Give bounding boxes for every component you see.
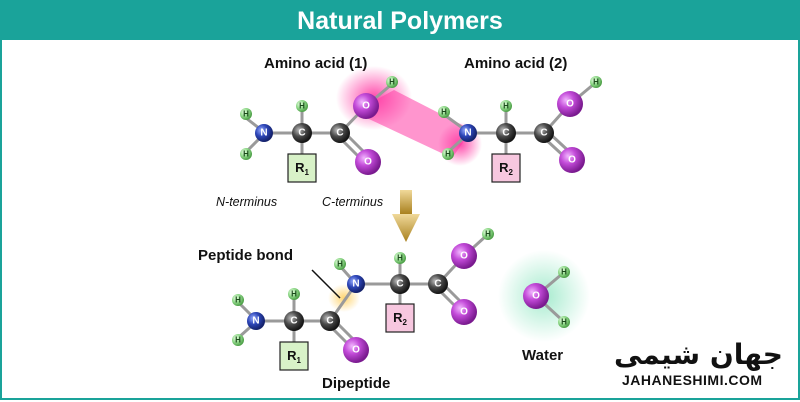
r-group-1-box: R1 <box>287 153 317 183</box>
label-peptide-bond: Peptide bond <box>198 247 293 264</box>
svg-text:C: C <box>290 316 297 327</box>
svg-text:N: N <box>252 316 259 327</box>
label-amino-acid-1: Amino acid (1) <box>264 55 367 72</box>
svg-text:O: O <box>460 251 468 262</box>
page-title: Natural Polymers <box>2 2 798 40</box>
svg-text:O: O <box>352 345 360 356</box>
reaction-arrow-icon <box>392 190 420 242</box>
svg-text:C: C <box>336 128 343 139</box>
svg-text:O: O <box>532 291 540 302</box>
label-c-terminus: C-terminus <box>322 195 383 209</box>
svg-text:C: C <box>434 279 441 290</box>
dipeptide-atoms: H H N H C C O H N H C C O H O <box>232 228 494 363</box>
svg-text:O: O <box>362 101 370 112</box>
svg-text:H: H <box>337 260 343 269</box>
svg-text:C: C <box>326 316 333 327</box>
water-molecule: O H H <box>523 266 570 328</box>
label-water: Water <box>522 347 563 364</box>
svg-text:H: H <box>593 78 599 87</box>
svg-text:O: O <box>364 157 372 168</box>
logo-persian: جهان شیمی <box>614 338 783 371</box>
svg-text:H: H <box>243 110 249 119</box>
svg-text:O: O <box>460 307 468 318</box>
svg-text:H: H <box>291 290 297 299</box>
amino-acid-1-atoms: H H N H C C O H O <box>240 76 398 175</box>
label-n-terminus: N-terminus <box>216 195 277 209</box>
svg-text:H: H <box>235 296 241 305</box>
peptide-bond-pointer <box>311 269 341 299</box>
logo-latin: JAHANESHIMI.COM <box>622 372 763 388</box>
svg-text:O: O <box>568 155 576 166</box>
dipeptide-r-group-1-box: R1 <box>279 341 309 371</box>
svg-text:H: H <box>299 102 305 111</box>
svg-text:H: H <box>445 150 451 159</box>
svg-text:H: H <box>389 78 395 87</box>
svg-text:H: H <box>561 268 567 277</box>
amino-acid-2-atoms: H H N H C C O H O <box>438 76 602 173</box>
svg-text:H: H <box>441 108 447 117</box>
svg-text:C: C <box>298 128 305 139</box>
svg-text:C: C <box>502 128 509 139</box>
svg-text:C: C <box>540 128 547 139</box>
r-group-2-box: R2 <box>491 153 521 183</box>
svg-text:H: H <box>503 102 509 111</box>
svg-text:H: H <box>243 150 249 159</box>
label-amino-acid-2: Amino acid (2) <box>464 55 567 72</box>
svg-text:O: O <box>566 99 574 110</box>
svg-text:H: H <box>561 318 567 327</box>
label-dipeptide: Dipeptide <box>322 375 390 392</box>
svg-text:N: N <box>260 128 267 139</box>
svg-text:N: N <box>352 279 359 290</box>
svg-text:H: H <box>235 336 241 345</box>
svg-text:C: C <box>396 279 403 290</box>
svg-text:H: H <box>485 230 491 239</box>
svg-text:N: N <box>464 128 471 139</box>
svg-text:H: H <box>397 254 403 263</box>
dipeptide-r-group-2-box: R2 <box>385 303 415 333</box>
